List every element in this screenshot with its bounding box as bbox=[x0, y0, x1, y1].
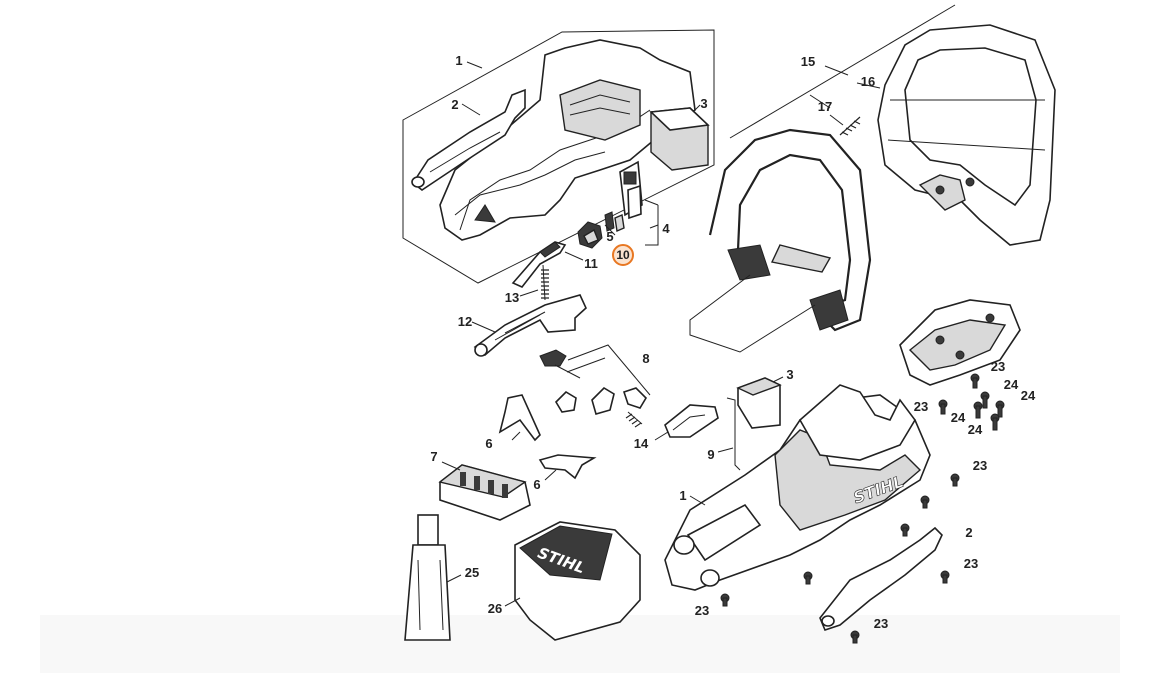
callout-6-lower: 6 bbox=[533, 477, 541, 492]
callout-11: 11 bbox=[584, 256, 598, 271]
callout-23-e: 23 bbox=[873, 616, 889, 631]
callout-24-d: 24 bbox=[967, 422, 983, 437]
parts-group-8 bbox=[539, 344, 719, 438]
callout-25: 25 bbox=[464, 565, 480, 580]
callout-2-top: 2 bbox=[451, 97, 459, 112]
battery-contact-7 bbox=[438, 464, 531, 521]
callout-23-d: 23 bbox=[963, 556, 979, 571]
callout-13: 13 bbox=[504, 290, 520, 305]
callout-23-a: 23 bbox=[990, 359, 1006, 374]
callout-4: 4 bbox=[662, 221, 670, 236]
callout-23-f: 23 bbox=[694, 603, 710, 618]
callout-26: 26 bbox=[487, 601, 503, 616]
callout-1-bottom: 1 bbox=[679, 488, 687, 503]
gear-housing bbox=[899, 299, 1021, 386]
rear-handle-group bbox=[689, 4, 1056, 353]
callout-24-a: 24 bbox=[1003, 377, 1019, 392]
lever-spring-group bbox=[511, 241, 567, 301]
callout-2-bottom: 2 bbox=[965, 525, 973, 540]
screws-right bbox=[720, 373, 1005, 644]
callout-7: 7 bbox=[430, 449, 438, 464]
callout-3-bottom: 3 bbox=[786, 367, 794, 382]
callout-5: 5 bbox=[606, 229, 614, 244]
housing-group-box bbox=[402, 29, 715, 284]
callout-23-c: 23 bbox=[972, 458, 988, 473]
callout-1-top: 1 bbox=[455, 53, 463, 68]
callout-24-c: 24 bbox=[950, 410, 966, 425]
callout-23-b: 23 bbox=[913, 399, 929, 414]
wire-part-9 bbox=[726, 397, 741, 471]
callout-8: 8 bbox=[642, 351, 650, 366]
main-housing: STIHL bbox=[664, 377, 943, 631]
leader-lines bbox=[441, 61, 881, 607]
trigger-part bbox=[473, 294, 587, 357]
callout-3-top: 3 bbox=[700, 96, 708, 111]
callout-12: 12 bbox=[457, 314, 473, 329]
callout-15: 15 bbox=[800, 54, 816, 69]
callout-10-highlighted[interactable]: 10 bbox=[612, 244, 634, 266]
callout-17: 17 bbox=[817, 99, 833, 114]
clip-parts-6 bbox=[498, 394, 597, 480]
callout-16: 16 bbox=[860, 74, 876, 89]
grease-tube-25 bbox=[404, 514, 451, 641]
callout-24-b: 24 bbox=[1020, 388, 1036, 403]
callout-14: 14 bbox=[633, 436, 649, 451]
callout-6-upper: 6 bbox=[485, 436, 493, 451]
callout-9: 9 bbox=[707, 447, 715, 462]
battery-cover-26: STIHL bbox=[514, 521, 641, 641]
